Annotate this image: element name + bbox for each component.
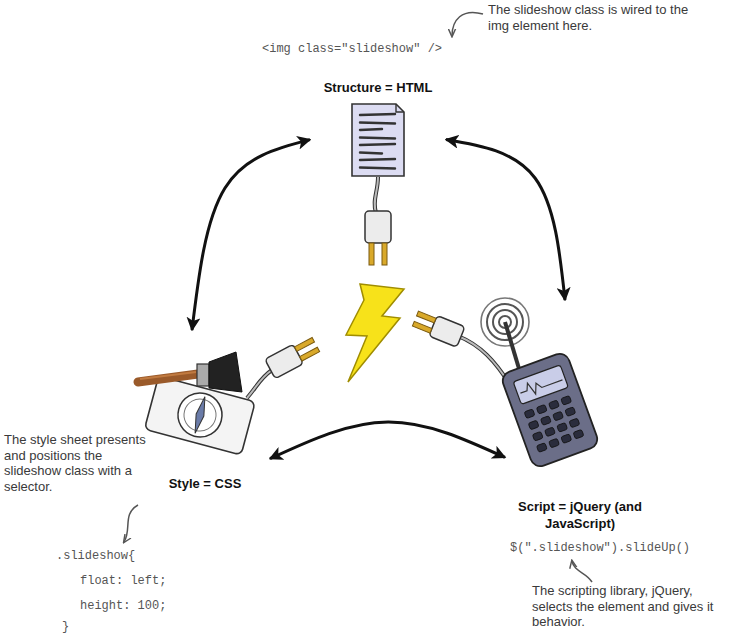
document-icon xyxy=(360,144,395,145)
document-icon xyxy=(360,168,395,169)
paint-brush xyxy=(140,372,196,379)
radio-device xyxy=(540,416,551,426)
paint-brush xyxy=(294,338,314,352)
radio-device xyxy=(518,371,564,398)
document-icon xyxy=(396,104,404,112)
leader-line xyxy=(124,505,138,542)
component-node: Style = CSS xyxy=(140,330,270,495)
paint-brush xyxy=(209,352,242,392)
radio-device xyxy=(573,429,584,439)
radio-device xyxy=(549,400,560,410)
radio-device xyxy=(524,396,584,453)
radio-device xyxy=(500,351,600,469)
radio-device xyxy=(553,411,564,421)
double-arrow xyxy=(270,422,505,459)
document-icon xyxy=(360,123,395,124)
document-icon xyxy=(360,114,395,169)
document-icon xyxy=(360,153,382,154)
radio-device xyxy=(417,311,436,323)
radio-device xyxy=(500,351,600,469)
annotation-note: The style sheet presents and positions t… xyxy=(4,432,154,494)
double-arrow xyxy=(446,140,565,300)
leader-line xyxy=(572,561,592,582)
lightning-bolt xyxy=(346,284,404,382)
document-icon xyxy=(360,129,382,130)
double-arrow xyxy=(192,140,310,330)
radio-device xyxy=(505,322,520,372)
radio-device xyxy=(565,407,576,417)
component-label: Script = jQuery (and JavaScript) xyxy=(513,497,647,535)
paint-brush xyxy=(247,370,272,398)
document-icon xyxy=(375,177,378,213)
document-icon xyxy=(365,211,391,243)
document-icon xyxy=(382,243,387,265)
radio-device xyxy=(411,298,600,469)
radio-device xyxy=(528,420,539,430)
document-icon xyxy=(352,104,404,265)
paint-brush xyxy=(138,335,321,398)
code-snippet: $(".slideshow").slideUp() xyxy=(510,541,690,555)
paint-brush xyxy=(247,370,272,398)
radio-device xyxy=(513,365,568,405)
component-node: Script = jQuery (and JavaScript) xyxy=(505,300,655,535)
document-icon xyxy=(352,104,404,176)
code-snippet: float: left; xyxy=(80,574,166,588)
compass-icon xyxy=(173,388,227,442)
lightning-bolt xyxy=(346,284,404,382)
radio-device xyxy=(536,443,547,453)
radio-device xyxy=(561,396,572,406)
radio-device xyxy=(545,427,556,437)
radio-device xyxy=(412,321,431,333)
radio-device xyxy=(557,423,568,433)
leader-line xyxy=(452,12,483,36)
compass-icon xyxy=(180,395,219,434)
component-node: Structure = HTML xyxy=(310,78,446,188)
radio-device xyxy=(532,431,543,441)
paint-brush xyxy=(265,335,321,379)
document-icon xyxy=(369,243,374,265)
radio-device xyxy=(549,438,560,448)
code-snippet: <img class="slideshow" /> xyxy=(262,42,442,56)
document-icon xyxy=(360,159,395,160)
radio-device xyxy=(569,418,580,428)
paint-brush xyxy=(197,364,209,386)
radio-device xyxy=(536,404,547,414)
component-label: Structure = HTML xyxy=(321,78,436,99)
document-icon xyxy=(375,177,378,213)
paint-brush xyxy=(300,347,320,361)
code-snippet: } xyxy=(62,620,69,634)
radio-device xyxy=(411,308,465,347)
code-snippet: .slideshow{ xyxy=(56,549,135,563)
code-snippet: height: 100; xyxy=(80,599,166,613)
document-icon xyxy=(360,138,395,139)
annotation-note: The slideshow class is wired to the img … xyxy=(488,2,703,33)
compass-icon xyxy=(191,396,209,435)
radio-device xyxy=(561,434,572,444)
component-label: Style = CSS xyxy=(166,474,245,495)
radio-device xyxy=(524,409,535,419)
document-icon xyxy=(360,114,395,115)
annotation-note: The scripting library, jQuery, selects t… xyxy=(532,583,730,630)
